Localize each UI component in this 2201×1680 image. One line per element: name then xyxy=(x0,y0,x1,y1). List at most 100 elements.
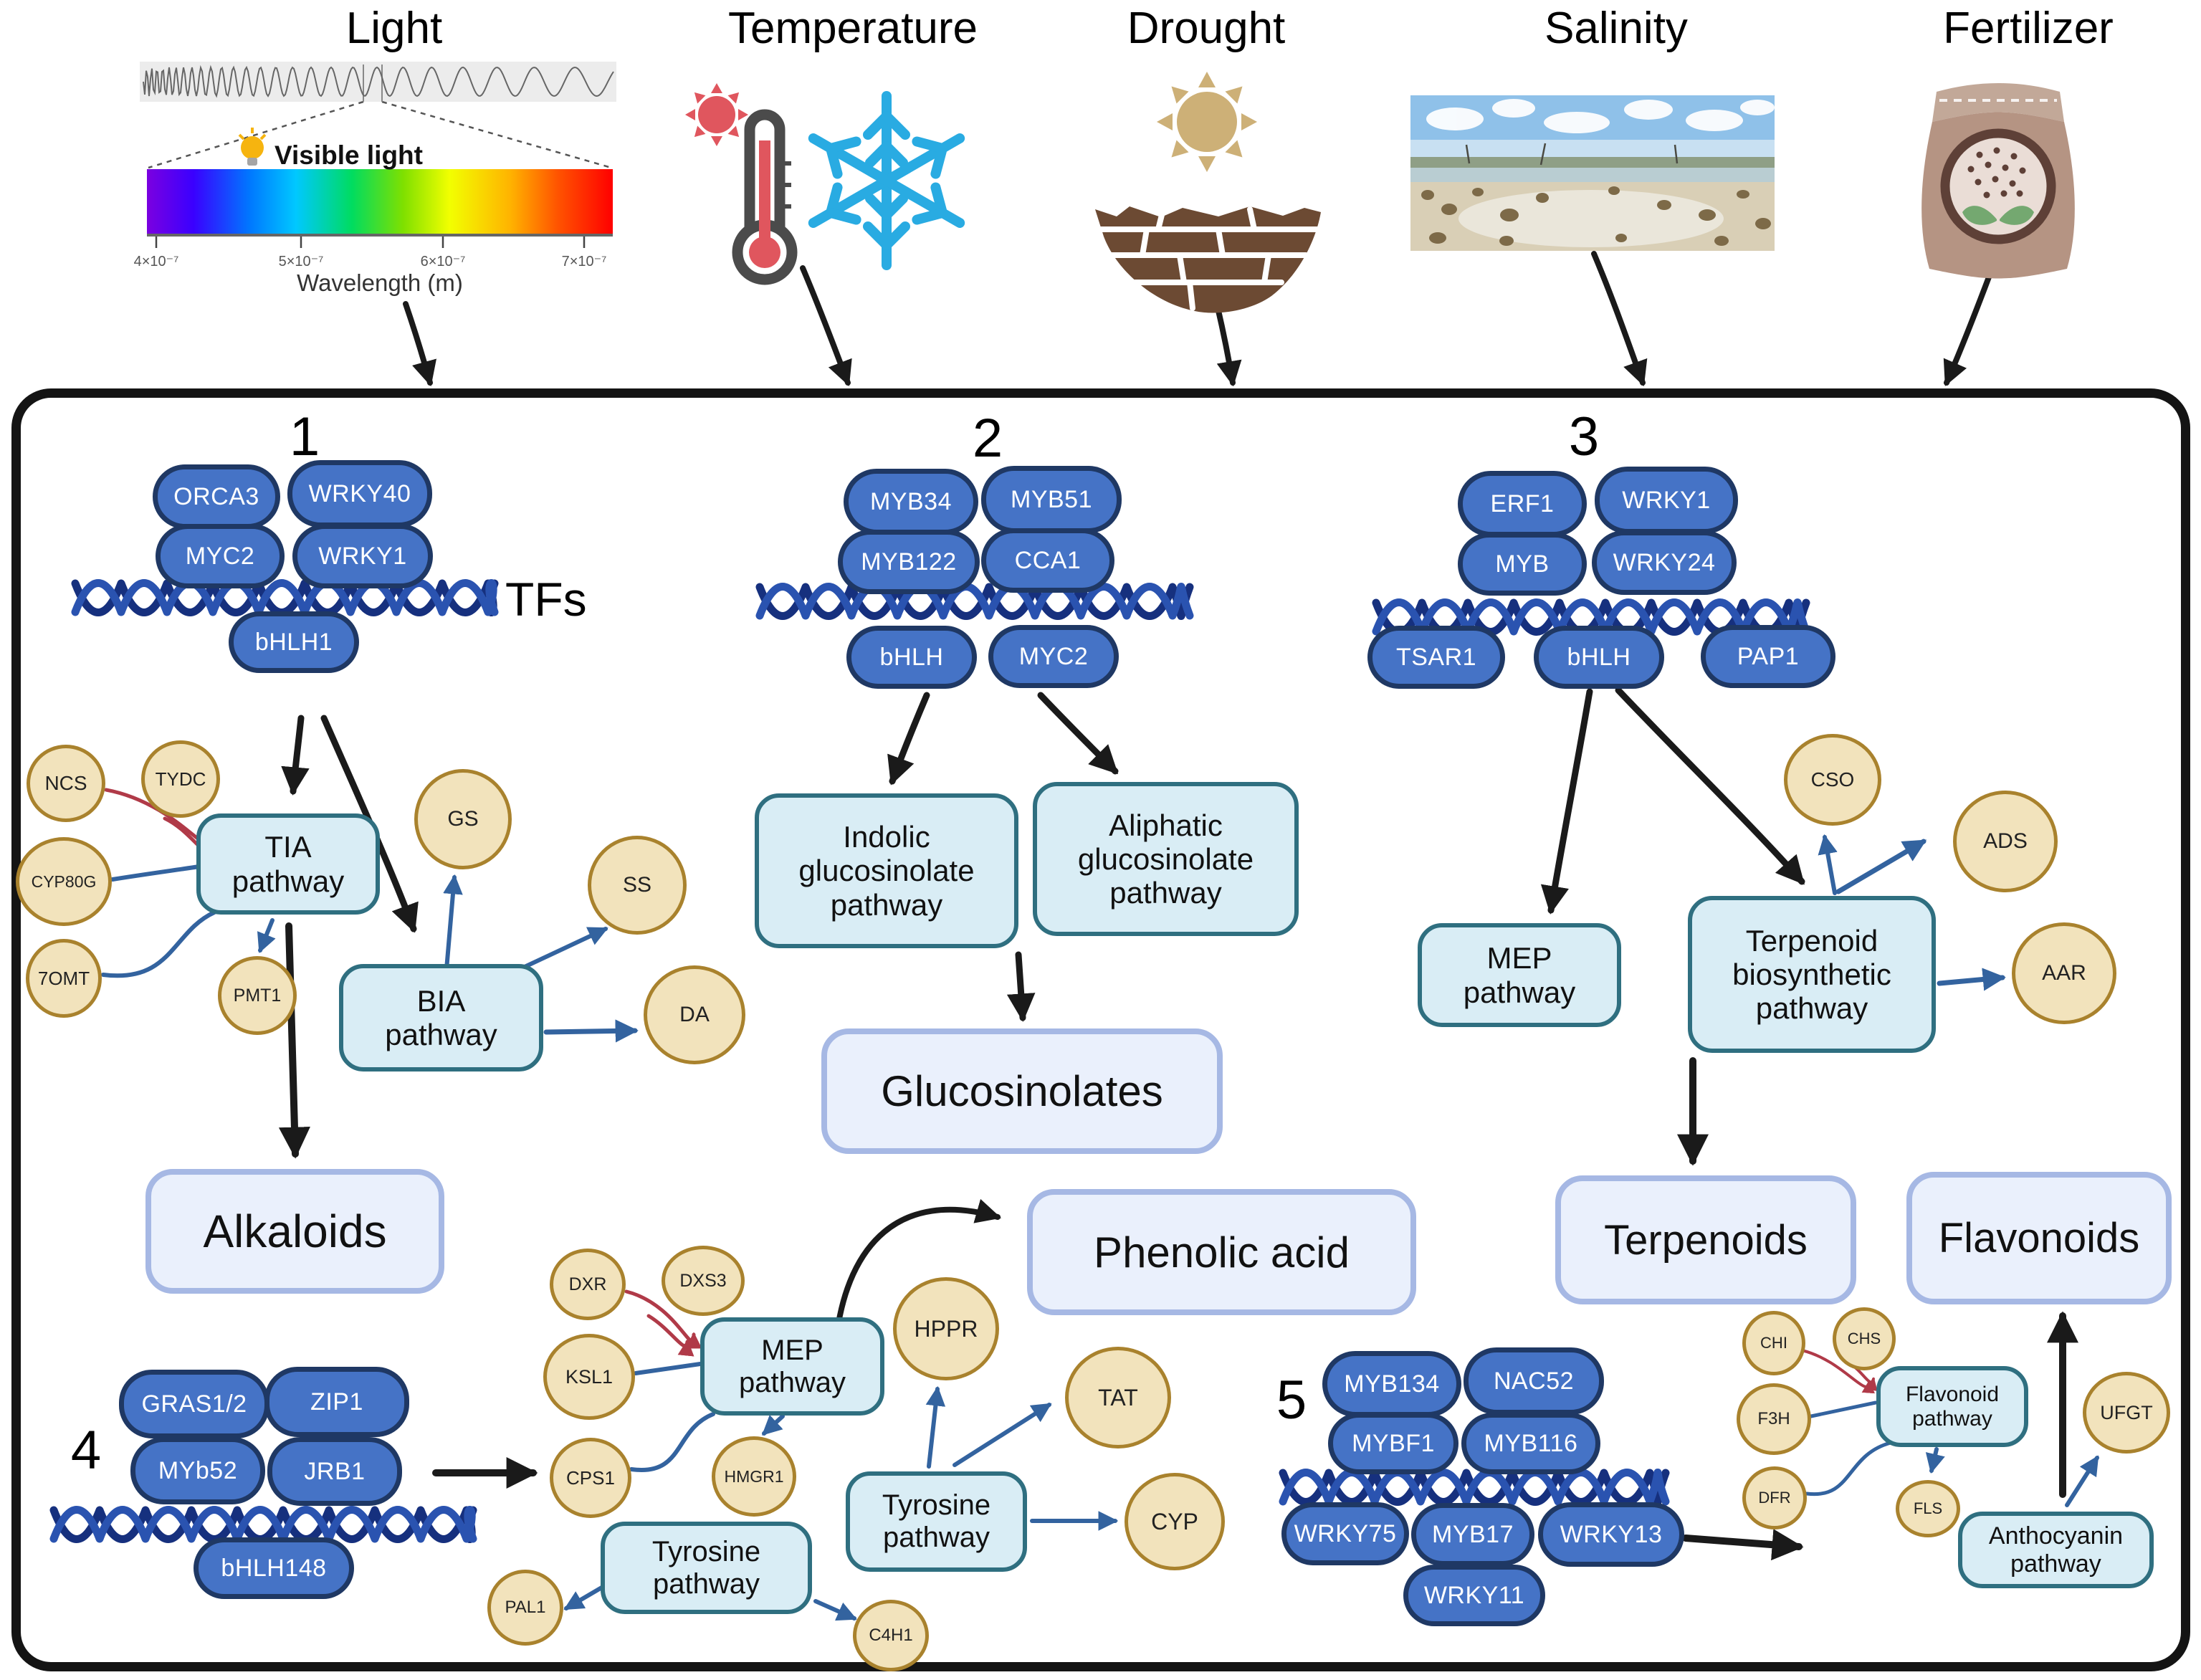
enzyme-tydc: TYDC xyxy=(141,740,220,818)
tf-pill-wrky24: WRKY24 xyxy=(1592,530,1737,595)
connector-dxs-to-mep xyxy=(646,1314,694,1357)
pathway-box-terpenoid-biosynthetic-pathway: Terpenoid biosynthetic pathway xyxy=(1688,896,1936,1053)
connector-salinity-into-frame xyxy=(1591,251,1648,386)
metabolite-box-terpenoids: Terpenoids xyxy=(1555,1175,1856,1304)
connector-bhlh-to-mep xyxy=(1540,688,1593,915)
connector-cps1-mep-link xyxy=(629,1412,715,1473)
tf-pill-myb52: MYb52 xyxy=(130,1437,265,1504)
enzyme-hmgr1: HMGR1 xyxy=(712,1436,796,1517)
enzyme-chi: CHI xyxy=(1742,1311,1805,1375)
enzyme-gs: GS xyxy=(414,769,512,869)
tf-pill-wrky1: WRKY1 xyxy=(292,524,433,588)
metabolite-box-phenolic-acid: Phenolic acid xyxy=(1027,1189,1416,1315)
treeline xyxy=(1410,157,1775,168)
enzyme-cso: CSO xyxy=(1784,734,1881,826)
wavelength-tick-0: 4×10⁻⁷ xyxy=(133,254,179,269)
pathway-box-tyrosine-pathway: Tyrosine pathway xyxy=(846,1471,1027,1572)
enzyme-tat: TAT xyxy=(1065,1347,1171,1448)
main-frame xyxy=(11,388,2190,1671)
tf-pill-wrky11: WRKY11 xyxy=(1403,1565,1545,1626)
tfs-label: TFs xyxy=(505,573,587,626)
thermometer-icon xyxy=(732,109,798,285)
enzyme-pal1: PAL1 xyxy=(487,1570,563,1646)
connector-tyrosine-to-hppr xyxy=(925,1385,946,1469)
stress-header-temperature: Temperature xyxy=(727,4,978,53)
tf-pill-myc2: MYC2 xyxy=(988,625,1119,688)
tf-pill-wrky40: WRKY40 xyxy=(287,460,432,528)
wavelength-tick-1: 5×10⁻⁷ xyxy=(278,254,324,269)
connector-f3h-flavonoid-link xyxy=(1809,1400,1878,1418)
section-number-4: 4 xyxy=(70,1420,102,1481)
connector-dfr-flavonoid-link xyxy=(1805,1441,1893,1497)
connector-bia-to-gs xyxy=(443,874,463,980)
seed-dots xyxy=(1967,147,2026,199)
connector-indolic-to-glucosinolates xyxy=(1006,951,1036,1022)
tf-pill-bhlh: bHLH xyxy=(1534,626,1664,689)
metabolite-box-glucosinolates: Glucosinolates xyxy=(821,1028,1223,1154)
tf-pill-myb51: MYB51 xyxy=(981,466,1122,533)
connector-cyp80g-tia-link xyxy=(110,864,201,882)
pathway-box-bia-pathway: BIA pathway xyxy=(339,964,543,1072)
dna-4-strand-2 xyxy=(49,1506,477,1543)
connector-tyrosine-to-tat xyxy=(953,1403,1052,1467)
tf-pill-pap1: PAP1 xyxy=(1701,625,1835,688)
enzyme-cyp80g: CYP80G xyxy=(16,837,112,926)
section-number-1: 1 xyxy=(289,406,320,467)
enzyme-f3h: F3H xyxy=(1737,1383,1811,1455)
tf-pill-myb122: MYB122 xyxy=(838,530,980,594)
cracked-soil-icon xyxy=(1095,206,1322,313)
stress-header-light: Light xyxy=(345,4,443,53)
connector-terpenoid-to-aar xyxy=(1937,968,2006,991)
enzyme-da: DA xyxy=(644,965,745,1064)
connector-bia-to-da xyxy=(543,1019,639,1043)
connector-bhlh-to-indolic xyxy=(887,692,930,786)
enzyme-c4h1: C4H1 xyxy=(853,1600,929,1671)
tf-pill-wrky75: WRKY75 xyxy=(1281,1502,1409,1565)
enzyme-ksl1: KSL1 xyxy=(543,1334,635,1420)
snowflake-icon xyxy=(808,91,965,270)
dna-3-strand-2 xyxy=(1372,598,1810,636)
axis-ticks xyxy=(155,237,586,248)
metabolite-box-flavonoids: Flavonoids xyxy=(1906,1172,2172,1304)
pathway-box-indolic-glucosinolate-pathway: Indolic glucosinolate pathway xyxy=(755,793,1018,948)
tf-pill-myc2: MYC2 xyxy=(156,524,285,588)
water xyxy=(1410,168,1775,182)
connector-ksl1-mep-link xyxy=(634,1362,702,1375)
section-number-2: 2 xyxy=(972,408,1003,469)
lightbulb-icon xyxy=(238,128,267,166)
enzyme-cyp: CYP xyxy=(1125,1473,1225,1570)
bag-top-fold xyxy=(1932,83,2064,122)
connector-bhlh1-to-tia xyxy=(281,715,310,796)
tf-pill-myb34: MYB34 xyxy=(844,469,978,535)
pathway-box-flavonoid-pathway: Flavonoid pathway xyxy=(1876,1366,2028,1447)
enzyme-cps1: CPS1 xyxy=(550,1438,631,1518)
enzyme-dfr: DFR xyxy=(1742,1466,1807,1529)
tf-pill-bhlh1: bHLH1 xyxy=(229,611,359,673)
enzyme-chs: CHS xyxy=(1833,1307,1896,1370)
connector-bhlh-to-terpenoid-pathway xyxy=(1615,687,1805,885)
tf-pill-wrky1: WRKY1 xyxy=(1595,467,1738,534)
tf-pill-tsar1: TSAR1 xyxy=(1367,626,1505,689)
connector-flavonoid-to-fls xyxy=(1925,1447,1945,1474)
enzyme-pmt1: PMT1 xyxy=(218,956,297,1035)
tf-pill-wrky13: WRKY13 xyxy=(1538,1502,1684,1567)
connector-myc2-to-aliphatic xyxy=(1037,692,1119,775)
visible-light-label: Visible light xyxy=(274,140,423,170)
stress-header-fertilizer: Fertilizer xyxy=(1943,4,2114,53)
pathway-box-anthocyanin-pathway: Anthocyanin pathway xyxy=(1958,1512,2154,1588)
stress-header-salinity: Salinity xyxy=(1544,4,1688,53)
stress-header-drought: Drought xyxy=(1127,4,1286,53)
dead-branches xyxy=(1465,143,1679,166)
pathway-box-aliphatic-glucosinolate-pathway: Aliphatic glucosinolate pathway xyxy=(1033,782,1299,936)
section-number-5: 5 xyxy=(1276,1370,1307,1431)
tf-pill-cca1: CCA1 xyxy=(981,528,1114,593)
enzyme-hppr: HPPR xyxy=(893,1277,999,1380)
connector-mep-to-hmgr1 xyxy=(761,1414,785,1436)
connector-tyrosine-to-c4h1 xyxy=(813,1599,857,1621)
tf-pill-gras1-2: GRAS1/2 xyxy=(119,1370,269,1438)
wavelength-axis-label: Wavelength (m) xyxy=(297,269,463,296)
